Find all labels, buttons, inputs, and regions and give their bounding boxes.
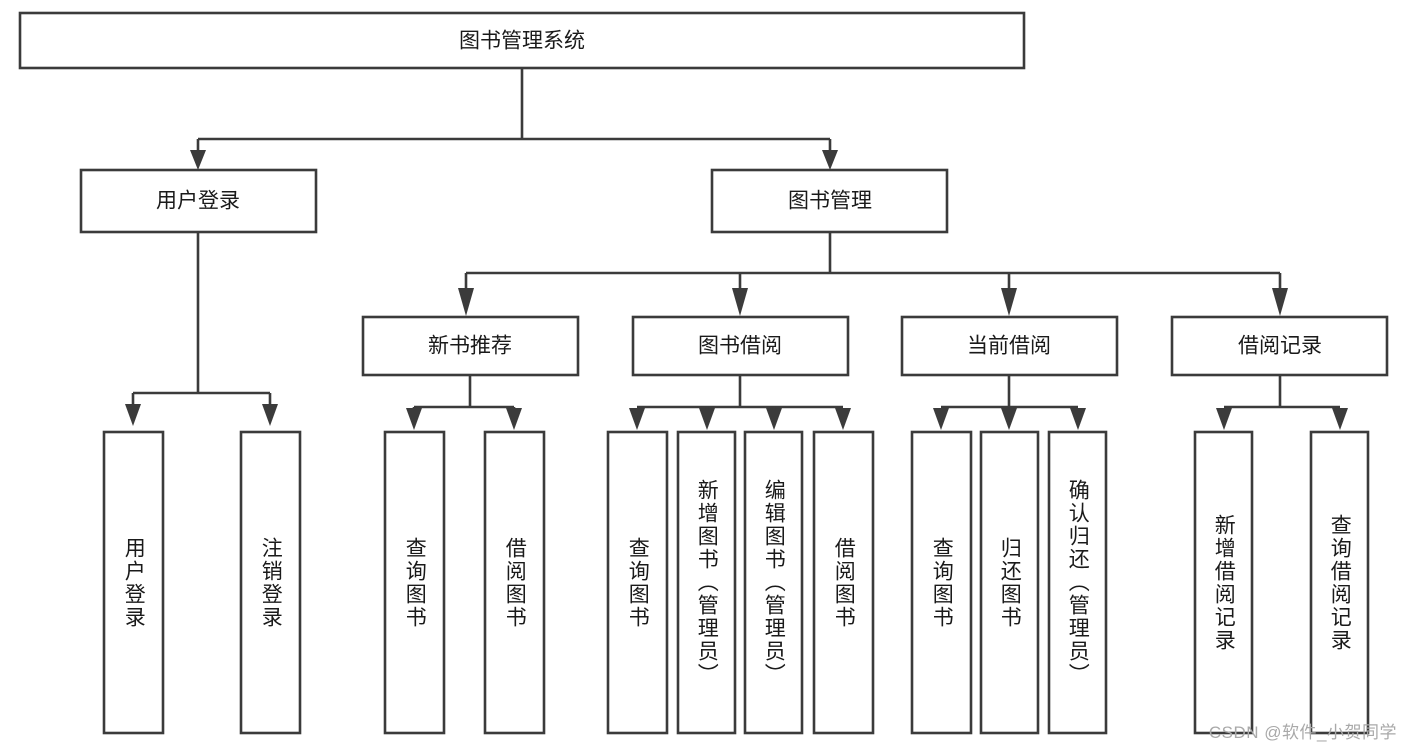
arrow-leaf-query-record — [1332, 408, 1348, 430]
arrow-to-new-books — [458, 288, 474, 316]
arrow-leaf-query-book-a — [406, 408, 422, 430]
arrow-leaf-confirm-return — [1070, 408, 1086, 430]
arrow-leaf-add-book — [699, 408, 715, 430]
node-box-leaf-query-book-b[interactable] — [606, 430, 669, 735]
node-box-leaf-logout[interactable] — [239, 430, 302, 735]
arrow-to-book-borrow — [732, 288, 748, 316]
node-box-borrow-record[interactable] — [1170, 315, 1389, 377]
node-label-user-login: 用户登录 — [156, 190, 240, 213]
node-box-leaf-add-record[interactable] — [1193, 430, 1254, 735]
arrow-leaf-logout — [262, 404, 278, 426]
node-box-user-login[interactable] — [79, 168, 318, 234]
node-box-root[interactable] — [18, 11, 1026, 70]
arrow-to-current-borrow — [1001, 288, 1017, 316]
arrow-leaf-query-book-b — [629, 408, 645, 430]
node-label-book-manage: 图书管理 — [788, 190, 872, 213]
node-box-new-books[interactable] — [361, 315, 580, 377]
connector-group — [125, 68, 1348, 430]
node-label-new-books: 新书推荐 — [428, 335, 512, 358]
node-box-leaf-borrow-book-a[interactable] — [483, 430, 546, 735]
node-box-leaf-return-book[interactable] — [979, 430, 1040, 735]
node-box-leaf-query-book-a[interactable] — [383, 430, 446, 735]
arrow-leaf-user-login — [125, 404, 141, 426]
node-label-current-borrow: 当前借阅 — [967, 335, 1051, 358]
arrow-leaf-edit-book — [766, 408, 782, 430]
arrow-to-user-login — [190, 150, 206, 170]
node-box-leaf-edit-book[interactable] — [743, 430, 804, 735]
node-box-book-manage[interactable] — [710, 168, 949, 234]
node-box-leaf-confirm-return[interactable] — [1047, 430, 1108, 735]
arrow-leaf-return-book — [1001, 408, 1017, 430]
node-box-group: 图书管理系统 用户登录 图书管理 新书推荐 图书借阅 当前借阅 借阅记录 — [18, 11, 1389, 735]
arrow-leaf-borrow-book-a — [506, 408, 522, 430]
node-box-current-borrow[interactable] — [900, 315, 1119, 377]
csdn-watermark: CSDN @软件_小贺同学 — [1208, 723, 1397, 742]
arrow-to-borrow-record — [1272, 288, 1288, 316]
node-label-borrow-record: 借阅记录 — [1238, 335, 1322, 358]
node-box-book-borrow[interactable] — [631, 315, 850, 377]
arrow-leaf-query-book-c — [933, 408, 949, 430]
arrow-leaf-add-record — [1216, 408, 1232, 430]
node-label-root: 图书管理系统 — [459, 30, 585, 53]
node-box-leaf-user-login[interactable] — [102, 430, 165, 735]
node-box-leaf-query-book-c[interactable] — [910, 430, 973, 735]
arrow-to-book-manage — [822, 150, 838, 170]
node-box-leaf-query-record[interactable] — [1309, 430, 1370, 735]
node-box-leaf-borrow-book-b[interactable] — [812, 430, 875, 735]
node-label-book-borrow: 图书借阅 — [698, 335, 782, 358]
node-box-leaf-add-book[interactable] — [676, 430, 737, 735]
arrow-leaf-borrow-book-b — [835, 408, 851, 430]
